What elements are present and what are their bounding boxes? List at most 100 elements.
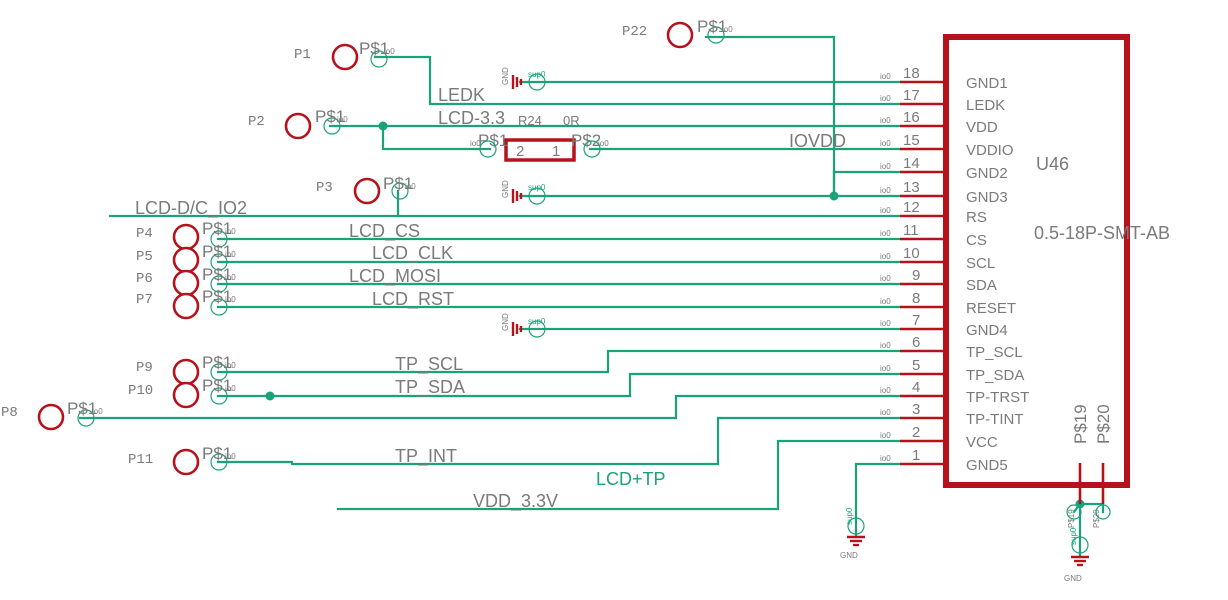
pin-number: 8	[912, 290, 920, 307]
pad-p5[interactable]: P5 P$1 io0	[136, 242, 236, 274]
pin-name: GND2	[966, 165, 1008, 182]
pad-p7[interactable]: P7 P$1 io0	[136, 287, 236, 320]
pad-label: P3	[316, 180, 333, 196]
pin-io-label: io0	[880, 72, 891, 81]
resistor-pin1: 1	[552, 143, 560, 160]
pin-number: 12	[903, 199, 920, 216]
pad-label: P4	[136, 226, 153, 242]
gnd-label: GND	[840, 551, 858, 560]
pin-io-label: io0	[880, 229, 891, 238]
pad-circle-small	[391, 182, 409, 200]
pad-label: P5	[136, 249, 153, 265]
pin-io-label: io0	[880, 386, 891, 395]
pad-circle-small	[528, 320, 546, 338]
pad-p6[interactable]: P6 P$1 io0	[136, 265, 236, 297]
pin-name: TP_SCL	[966, 344, 1023, 361]
pin-number: 4	[912, 379, 920, 396]
pad-tag: P$1	[202, 353, 232, 372]
pin-name: SCL	[966, 255, 995, 272]
pad-circle-small	[479, 140, 497, 158]
pad-p4[interactable]: P4 P$1 io0	[136, 219, 236, 251]
pad-io: io0	[225, 250, 236, 259]
pin-name: RS	[966, 209, 987, 226]
pad-p22[interactable]: P22 P$1 io0	[622, 17, 733, 49]
wire-tp-sda	[216, 372, 902, 398]
pin-number: 16	[903, 109, 920, 126]
pin-io-label: io0	[880, 139, 891, 148]
pad-tag: P$1	[202, 219, 232, 238]
pin-number: 5	[912, 357, 920, 374]
wires	[78, 35, 1105, 557]
pad-p3[interactable]: P3 P$1 io0	[316, 174, 416, 205]
pin-number: 2	[912, 424, 920, 441]
pin-name: GND3	[966, 189, 1008, 206]
pad-p9[interactable]: P9 P$1 io0	[136, 353, 236, 386]
pin-name: RESET	[966, 300, 1016, 317]
net-label-tp-scl: TP_SCL	[395, 354, 463, 375]
wire-p8	[78, 394, 902, 420]
pin-name: VDD	[966, 119, 998, 136]
pad-p10[interactable]: P10 P$1 io0	[128, 376, 236, 409]
gnd-symbol-bottom-left: sup0 GND	[840, 507, 865, 560]
pad-label: P22	[622, 24, 647, 40]
pin-number: 17	[903, 87, 920, 104]
gnd-symbol-mid: GND sup0	[501, 180, 546, 205]
net-label-iovdd: IOVDD	[789, 131, 846, 151]
p19-label: P$19	[1071, 404, 1090, 444]
p20-label: P$20	[1094, 404, 1113, 444]
pad-label: P9	[136, 360, 153, 376]
pad-label: P1	[294, 47, 311, 63]
pin-io-label: io0	[880, 319, 891, 328]
pad-tag: P$1	[383, 174, 413, 193]
pad-p11[interactable]: P11 P$1 io0	[128, 444, 236, 476]
pin-name: TP_SDA	[966, 367, 1024, 384]
pin-io-label: io0	[880, 431, 891, 440]
pin-name: GND5	[966, 457, 1008, 474]
pad-tag: P$1	[202, 444, 232, 463]
pad-circle-small	[210, 275, 228, 293]
pin-3[interactable]: io0 3TP-TINT	[880, 401, 1024, 428]
resistor-io: io0	[598, 139, 609, 148]
pad-circle-small	[707, 26, 725, 44]
pad-p8[interactable]: P8 P$1 io0	[1, 399, 103, 431]
resistor-io: io0	[470, 139, 481, 148]
net-label-lcd33: LCD-3.3	[438, 108, 505, 128]
pin-io-label: io0	[880, 454, 891, 463]
pin-io-label: io0	[880, 408, 891, 417]
resistor-r24[interactable]: 2 1 R24 0R P$1 P$2 io0 io0	[470, 113, 609, 162]
net-label-lcd-dc: LCD-D/C_IO2	[135, 198, 247, 219]
pin-io-label: io0	[880, 252, 891, 261]
pad-p2[interactable]: P2 P$1 io0	[248, 107, 348, 140]
pad-p1[interactable]: P1 P$1 io0	[294, 39, 395, 71]
pad-circle-small	[210, 298, 228, 316]
pad-circle-small	[210, 387, 228, 405]
pin-name: TP-TINT	[966, 411, 1024, 428]
pin-number: 3	[912, 401, 920, 418]
pin-number: 14	[903, 155, 920, 172]
pad-io: io0	[225, 295, 236, 304]
pin-io-label: io0	[880, 162, 891, 171]
junction-dot	[378, 121, 388, 131]
pin-number: 18	[903, 65, 920, 82]
pin-name: GND1	[966, 75, 1008, 92]
pin-io-label: io0	[880, 206, 891, 215]
pin-number: 9	[912, 267, 920, 284]
net-label-lcd-clk: LCD_CLK	[372, 243, 453, 264]
